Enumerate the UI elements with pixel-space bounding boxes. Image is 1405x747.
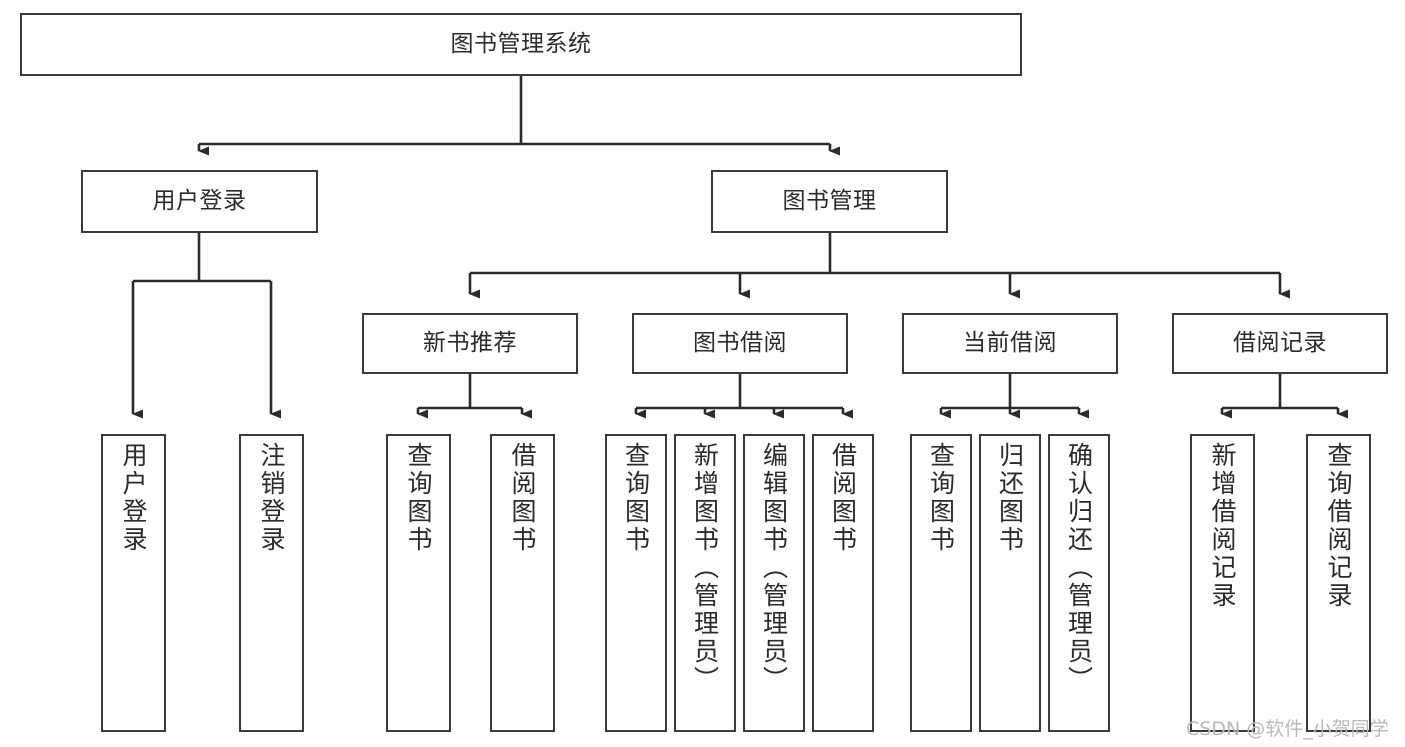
- node-borrow-record-label: 借阅记录: [1233, 329, 1327, 356]
- node-book-management-label: 图书管理: [782, 187, 877, 214]
- node-user-login-label: 用户登录: [152, 187, 247, 214]
- leaf-add-record[interactable]: 新增借阅记录: [1190, 434, 1255, 732]
- leaf-query-record-label: 查询借阅记录: [1324, 442, 1353, 610]
- node-borrow-record[interactable]: 借阅记录: [1172, 313, 1388, 374]
- node-user-login[interactable]: 用户登录: [81, 170, 318, 233]
- leaf-user-logout-label: 注销登录: [257, 442, 286, 554]
- leaf-add-book-label: 新增图书（管理员）: [690, 442, 720, 694]
- leaf-edit-book[interactable]: 编辑图书（管理员）: [743, 434, 805, 732]
- leaf-add-book[interactable]: 新增图书（管理员）: [674, 434, 736, 732]
- leaf-query-book-2[interactable]: 查询图书: [605, 434, 667, 732]
- node-book-management[interactable]: 图书管理: [711, 170, 948, 233]
- node-root-label: 图书管理系统: [450, 30, 592, 57]
- node-current-borrow[interactable]: 当前借阅: [902, 313, 1118, 374]
- leaf-user-login-label: 用户登录: [119, 442, 148, 554]
- leaf-add-record-label: 新增借阅记录: [1208, 442, 1237, 610]
- leaf-borrow-book-1-label: 借阅图书: [508, 442, 537, 554]
- node-new-book-recommend[interactable]: 新书推荐: [362, 313, 578, 374]
- leaf-user-login[interactable]: 用户登录: [101, 434, 166, 732]
- leaf-query-book-2-label: 查询图书: [621, 442, 651, 554]
- leaf-user-logout[interactable]: 注销登录: [239, 434, 304, 732]
- node-book-borrow-label: 图书借阅: [693, 329, 787, 356]
- leaf-query-book-3-label: 查询图书: [926, 442, 956, 554]
- node-current-borrow-label: 当前借阅: [963, 329, 1057, 356]
- node-root[interactable]: 图书管理系统: [20, 13, 1022, 76]
- leaf-borrow-book-1[interactable]: 借阅图书: [490, 434, 555, 732]
- leaf-confirm-return[interactable]: 确认归还（管理员）: [1048, 434, 1110, 732]
- leaf-query-book-3[interactable]: 查询图书: [910, 434, 972, 732]
- leaf-query-record[interactable]: 查询借阅记录: [1306, 434, 1371, 732]
- leaf-confirm-return-label: 确认归还（管理员）: [1064, 442, 1094, 694]
- leaf-return-book-label: 归还图书: [995, 442, 1025, 554]
- node-new-book-recommend-label: 新书推荐: [423, 329, 517, 356]
- leaf-query-book-1-label: 查询图书: [404, 442, 433, 554]
- leaf-borrow-book-2[interactable]: 借阅图书: [812, 434, 874, 732]
- node-book-borrow[interactable]: 图书借阅: [632, 313, 848, 374]
- watermark-text: CSDN @软件_小贺同学: [1186, 718, 1389, 740]
- leaf-return-book[interactable]: 归还图书: [979, 434, 1041, 732]
- leaf-query-book-1[interactable]: 查询图书: [386, 434, 451, 732]
- leaf-edit-book-label: 编辑图书（管理员）: [759, 442, 789, 694]
- leaf-borrow-book-2-label: 借阅图书: [828, 442, 858, 554]
